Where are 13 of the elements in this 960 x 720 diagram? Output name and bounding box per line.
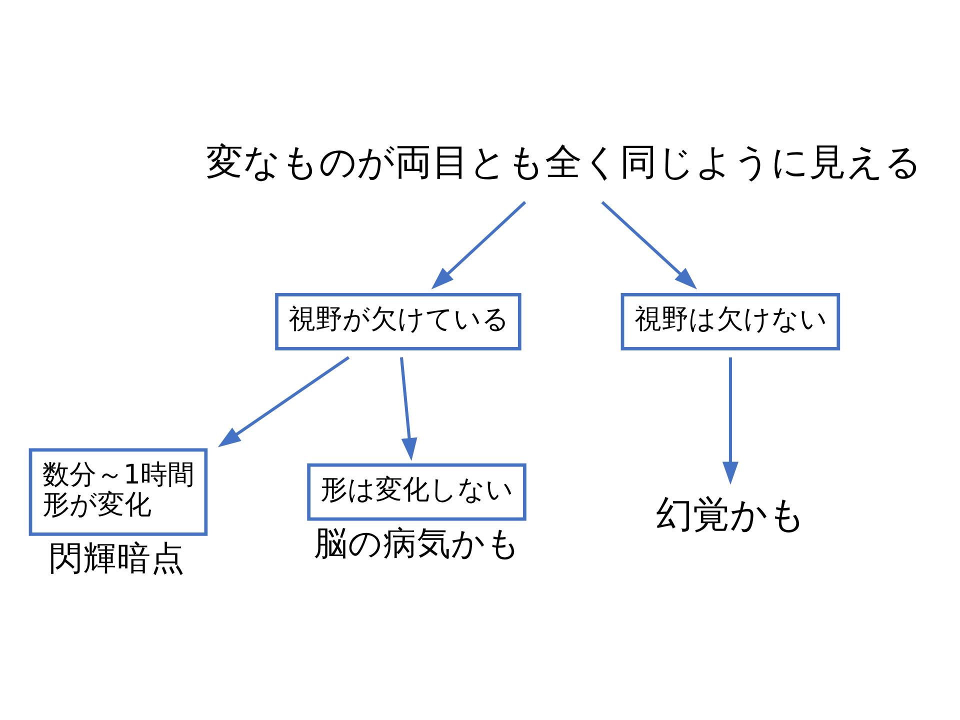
node-box: 視野は欠けない bbox=[620, 292, 840, 350]
node-label: 閃輝暗点 bbox=[49, 538, 186, 578]
arrow bbox=[431, 200, 526, 289]
node-box: 形は変化しない bbox=[307, 462, 526, 520]
node-box: 視野が欠けている bbox=[275, 292, 522, 350]
node-text: 変なものが両目とも全く同じように見える bbox=[206, 140, 922, 183]
arrow bbox=[722, 356, 738, 484]
node-box: 数分～1時間 形が変化 bbox=[28, 448, 208, 536]
arrow bbox=[400, 356, 418, 461]
arrow bbox=[218, 356, 350, 447]
arrow bbox=[601, 200, 698, 289]
node-text: 幻覚かも bbox=[656, 492, 806, 536]
node-label: 脳の病気かも bbox=[314, 522, 521, 562]
